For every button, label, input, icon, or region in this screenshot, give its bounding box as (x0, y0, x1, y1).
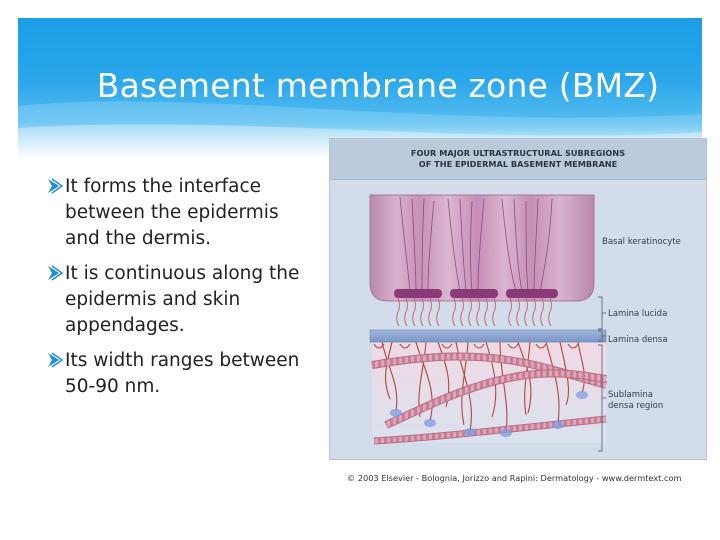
hemidesmosomes (394, 289, 558, 298)
arrow-bullet-icon (48, 352, 64, 368)
anchoring-filaments (396, 297, 552, 327)
bullet-text: Its width ranges between 50-90 nm. (65, 350, 300, 397)
figure-credit: © 2003 Elsevier - Bolognia, Jorizzo and … (347, 473, 682, 483)
label-sublamina-line2: densa region (608, 401, 664, 411)
bullet-item: It is continuous along the epidermis and… (46, 261, 316, 339)
bmz-diagram-figure: FOUR MAJOR ULTRASTRUCTURAL SUBREGIONS OF… (329, 138, 707, 460)
figure-title-line2: OF THE EPIDERMAL BASEMENT MEMBRANE (418, 159, 618, 169)
figure-header: FOUR MAJOR ULTRASTRUCTURAL SUBREGIONS OF… (330, 139, 706, 180)
basal-keratinocyte (369, 194, 595, 302)
bmz-illustration (369, 194, 608, 452)
label-basal-keratinocyte: Basal keratinocyte (602, 237, 681, 247)
bullet-list: It forms the interface between the epide… (46, 174, 316, 409)
keratin-filaments (399, 196, 553, 292)
label-lamina-densa: Lamina densa (608, 335, 668, 345)
bullet-item: Its width ranges between 50-90 nm. (46, 348, 316, 400)
collagen-fibers (371, 352, 608, 445)
label-lamina-lucida: Lamina lucida (608, 309, 668, 319)
bullet-text: It is continuous along the epidermis and… (65, 263, 300, 336)
slide-title: Basement membrane zone (BMZ) (96, 66, 660, 105)
arrow-bullet-icon (48, 265, 64, 281)
anchoring-plaques (390, 391, 588, 437)
region-brackets (598, 296, 606, 452)
fibril-loops (373, 343, 579, 349)
arrow-bullet-icon (48, 178, 64, 194)
bullet-text: It forms the interface between the epide… (65, 176, 279, 249)
figure-title-line1: FOUR MAJOR ULTRASTRUCTURAL SUBREGIONS (410, 148, 626, 158)
label-sublamina-line1: Sublamina (608, 390, 653, 400)
title-banner: Basement membrane zone (BMZ) (18, 18, 702, 158)
bullet-item: It forms the interface between the epide… (46, 174, 316, 252)
lamina-densa (369, 329, 607, 343)
figure-title: FOUR MAJOR ULTRASTRUCTURAL SUBREGIONS OF… (330, 148, 706, 170)
label-sublamina-densa: Sublamina densa region (608, 390, 663, 412)
